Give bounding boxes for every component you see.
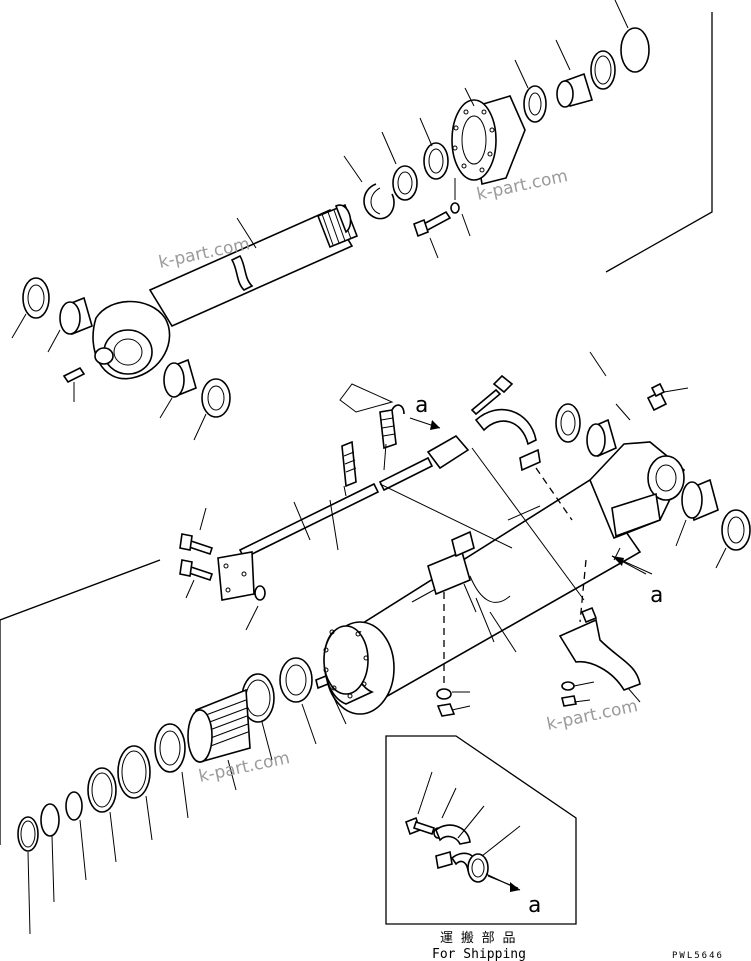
snap-ring	[363, 183, 395, 220]
reference-arrow-right	[611, 555, 647, 575]
bracket-clamp	[558, 606, 641, 691]
pin-bushing-left	[22, 277, 50, 319]
tube-nut-washer	[436, 688, 452, 700]
buffer-ring	[423, 142, 449, 180]
flange-o-ring	[254, 585, 266, 601]
watermark-4: k-part.com	[545, 696, 640, 735]
shipping-label-en: For Shipping	[432, 947, 526, 961]
piston-seal-assembly	[0, 559, 317, 935]
piston-rod	[92, 203, 359, 380]
pin-bushing-inner	[59, 296, 93, 336]
wear-ring-1	[279, 657, 313, 703]
clevis-bushing-1	[681, 478, 719, 522]
clevis-bushing-2	[721, 509, 751, 551]
rod-seal-ring	[392, 165, 418, 201]
hose-1	[341, 440, 357, 488]
head-bolt	[413, 210, 452, 238]
view-letter-a-top: a	[415, 393, 428, 418]
tube-nut	[436, 703, 456, 717]
shipping-bolt	[405, 816, 436, 836]
dust-seal-sleeve	[556, 72, 594, 108]
o-ring-2	[40, 803, 60, 837]
shipping-ring	[467, 853, 489, 883]
eye-bushing-2	[201, 378, 231, 418]
bolt-washer	[450, 202, 460, 214]
hydraulic-pipe	[217, 434, 470, 601]
pipe-clamp-band	[474, 408, 541, 472]
clamp-bushing-1	[555, 403, 581, 443]
clamp-bolt	[470, 374, 514, 416]
elbow-fitting	[646, 382, 668, 412]
shipping-half-clamp-1	[435, 824, 471, 845]
piston-with-grooves	[187, 688, 251, 764]
clamp-washer	[561, 681, 575, 691]
bushing	[523, 85, 547, 123]
reference-arrow-inset	[485, 873, 521, 892]
group-bracket-line	[605, 12, 713, 273]
set-screw	[315, 674, 329, 690]
view-letter-a-right: a	[650, 583, 663, 608]
shipping-frame	[385, 735, 577, 925]
grease-fitting	[62, 366, 86, 384]
drawing-number: PWL5646	[672, 951, 724, 961]
clamp-nut	[561, 695, 577, 707]
backup-ring-2	[87, 767, 117, 813]
flange-bolt-2	[179, 559, 214, 582]
flange-bolt-1	[179, 533, 214, 556]
clamp-bushing-2	[586, 418, 617, 458]
hose-2	[379, 404, 405, 450]
backup-ring	[590, 50, 616, 90]
tube-bottom-clevis	[589, 441, 685, 540]
eye-bushing-1	[163, 358, 197, 398]
o-ring	[620, 27, 650, 73]
view-letter-a-inset: a	[528, 893, 541, 918]
cylinder-tube	[323, 478, 642, 715]
cylinder-tube-assembly	[179, 351, 751, 725]
piston-ring	[117, 745, 151, 799]
tube-bracket	[427, 530, 475, 596]
shipping-parts-inset	[385, 735, 577, 925]
lock-ring	[17, 816, 39, 852]
cylinder-head	[451, 95, 526, 185]
o-ring-small	[65, 791, 83, 821]
shipping-label-jp: 運 搬 部 品	[440, 931, 515, 946]
group-bracket-line-2	[0, 559, 161, 845]
piston-rod-assembly	[11, 0, 713, 441]
wear-ring-2	[154, 723, 186, 773]
reference-arrow-top	[409, 417, 441, 430]
